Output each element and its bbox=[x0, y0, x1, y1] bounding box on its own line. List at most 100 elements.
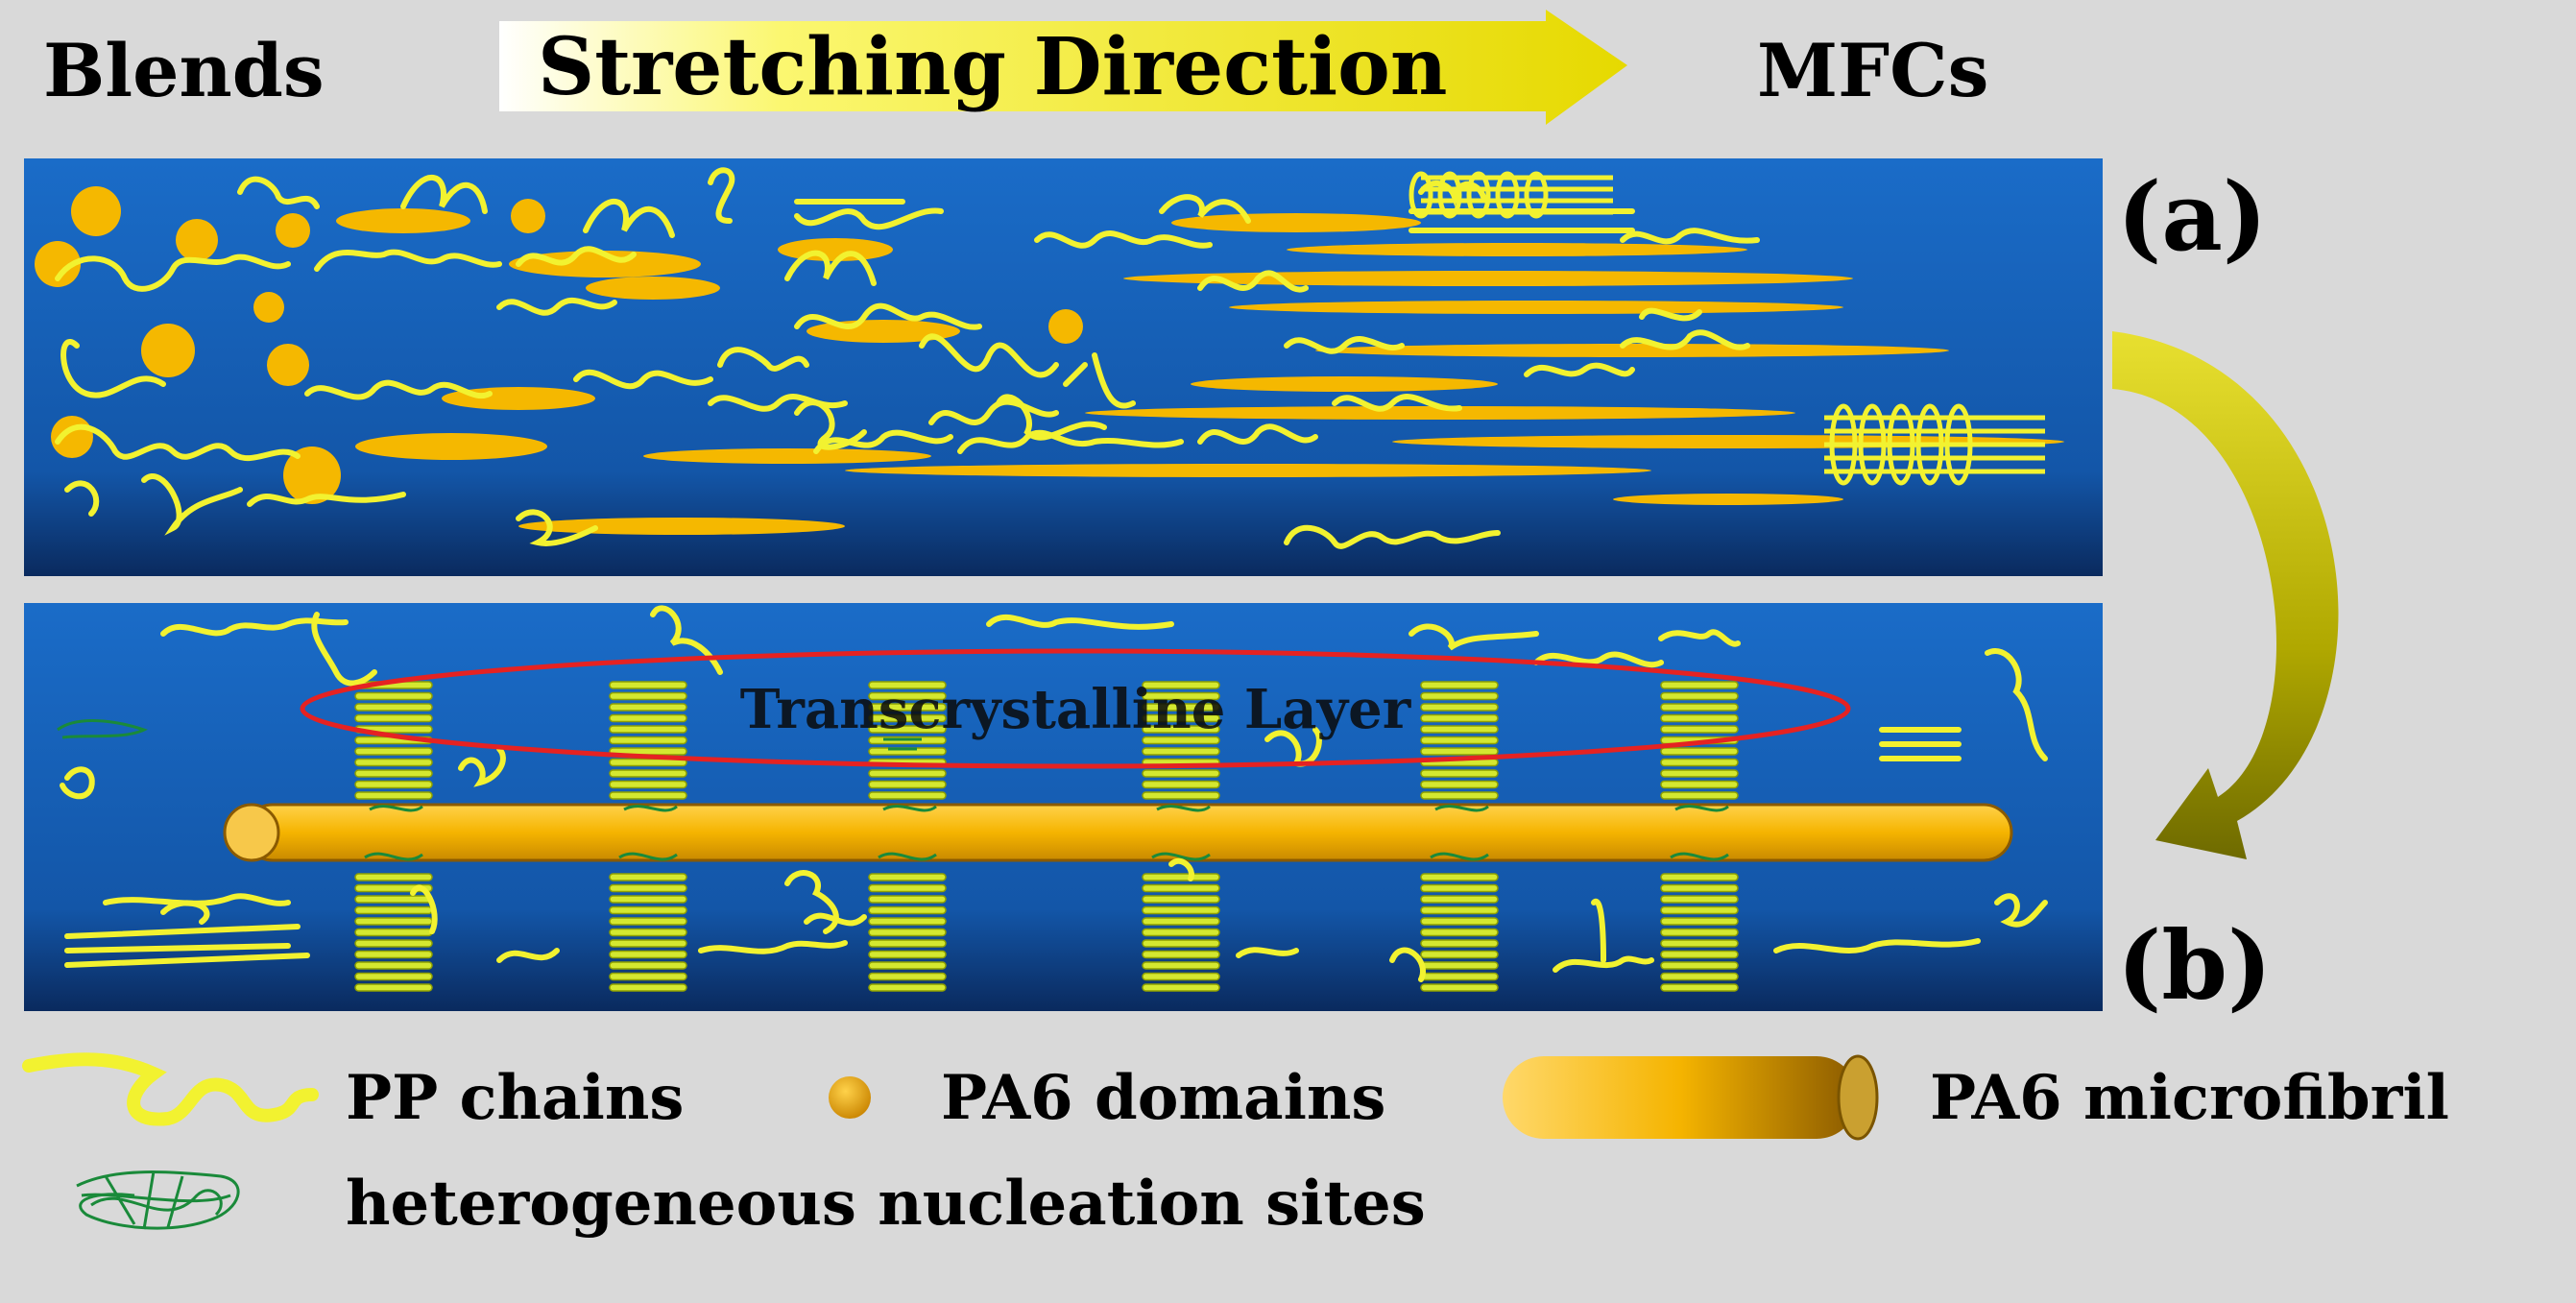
transcrystalline-lamella bbox=[1660, 983, 1739, 992]
pa6-domain bbox=[1048, 309, 1083, 344]
transcrystalline-lamella bbox=[354, 691, 433, 701]
pp-chain bbox=[1524, 362, 1635, 377]
transcrystalline-lamella bbox=[609, 681, 687, 689]
pa6-stretched-domain bbox=[1315, 344, 1949, 357]
pp-chain bbox=[573, 369, 713, 390]
blends-label: Blends bbox=[43, 28, 325, 113]
aligned-chain-fold bbox=[1408, 171, 1433, 219]
pa6-stretched-domain bbox=[355, 433, 547, 460]
transcrystalline-lamella bbox=[1142, 713, 1220, 723]
transcrystalline-lamella bbox=[1420, 972, 1499, 981]
pa6-stretched-domain bbox=[643, 448, 931, 464]
transcrystalline-lamella bbox=[868, 883, 947, 893]
transcrystalline-lamella bbox=[1142, 950, 1220, 959]
transcrystalline-lamella bbox=[1660, 961, 1739, 970]
transcrystalline-lamella bbox=[1660, 691, 1739, 701]
transcrystalline-lamella bbox=[354, 972, 433, 981]
pa6-stretched-domain bbox=[1171, 213, 1421, 232]
pp-chain bbox=[1168, 857, 1194, 881]
transcrystalline-lamella bbox=[1660, 758, 1739, 767]
pa6-stretched-domain bbox=[1287, 243, 1747, 256]
pp-chain bbox=[311, 612, 377, 687]
pa6-domain bbox=[176, 219, 218, 261]
pp-chain bbox=[64, 473, 243, 536]
transcrystalline-lamella bbox=[1142, 703, 1220, 712]
pp-chain bbox=[1389, 947, 1426, 982]
transcrystalline-lamella bbox=[354, 939, 433, 948]
transcrystalline-lamella bbox=[868, 961, 947, 970]
pp-chain bbox=[957, 429, 1184, 454]
transcrystalline-lamella bbox=[868, 791, 947, 800]
pa6-domain bbox=[51, 416, 93, 458]
pp-chain bbox=[928, 398, 1059, 425]
transcrystalline-lamella bbox=[1660, 873, 1739, 881]
pp-chain bbox=[237, 176, 320, 209]
transcrystalline-lamella bbox=[354, 703, 433, 712]
transcrystalline-lamella bbox=[609, 883, 687, 893]
aligned-chain-fold bbox=[1437, 171, 1462, 219]
transcrystalline-lamella bbox=[354, 961, 433, 970]
aligned-chain-fold bbox=[1858, 403, 1887, 486]
transcrystalline-lamella bbox=[1420, 780, 1499, 789]
transcrystalline-lamella bbox=[609, 905, 687, 915]
transcrystalline-lamella bbox=[868, 983, 947, 992]
transcrystalline-lamella bbox=[1142, 939, 1220, 948]
transcrystalline-lamella bbox=[1142, 681, 1220, 689]
aligned-chain-fold bbox=[1466, 171, 1491, 219]
transcrystalline-lamella bbox=[1142, 972, 1220, 981]
nucleation-site bbox=[883, 737, 922, 751]
pa6-microfibril-end bbox=[223, 803, 280, 862]
pp-chain bbox=[1332, 394, 1462, 412]
transcrystalline-lamella bbox=[1660, 972, 1739, 981]
pp-chain bbox=[496, 948, 560, 963]
transcrystalline-lamella bbox=[1660, 917, 1739, 926]
panel-a-content bbox=[35, 167, 2064, 549]
stretching-direction-label: Stretching Direction bbox=[538, 21, 1447, 113]
transcrystalline-lamella bbox=[354, 983, 433, 992]
legend-pa6-domains-label: PA6 domains bbox=[941, 1062, 1385, 1134]
pa6-stretched-domain bbox=[778, 238, 893, 261]
transcrystalline-lamella bbox=[1660, 780, 1739, 789]
nucleation-site bbox=[618, 805, 678, 861]
transcrystalline-lamella bbox=[609, 917, 687, 926]
pa6-stretched-domain bbox=[845, 464, 1651, 477]
pa6-domain bbox=[35, 241, 81, 287]
pa6-stretched-domain bbox=[586, 277, 720, 300]
pp-chain bbox=[55, 423, 301, 462]
pa6-stretched-domain bbox=[1229, 301, 1843, 314]
panel-a bbox=[24, 158, 2103, 576]
transcrystalline-lamella bbox=[1420, 883, 1499, 893]
transcrystalline-lamella bbox=[609, 972, 687, 981]
legend-pa6-microfibril-label: PA6 microfibril bbox=[1930, 1062, 2449, 1134]
pp-chain bbox=[55, 253, 291, 292]
pp-chain bbox=[1773, 938, 1981, 953]
transcrystalline-lamella bbox=[609, 713, 687, 723]
legend-pa6-microfibril-swatch bbox=[1503, 1054, 1879, 1141]
transcrystalline-lamella bbox=[1420, 791, 1499, 800]
legend-pa6-domain-swatch bbox=[829, 1076, 871, 1119]
pp-chain bbox=[1408, 623, 1539, 651]
transcrystalline-lamella bbox=[1660, 769, 1739, 778]
pp-chain bbox=[1879, 727, 1962, 761]
transcrystalline-lamella bbox=[1420, 895, 1499, 904]
pp-chain bbox=[1985, 648, 2048, 761]
aligned-chain-fold bbox=[1915, 403, 1944, 486]
legend: PP chains PA6 domains PA6 microfibril he… bbox=[22, 1052, 2449, 1240]
pa6-stretched-domain bbox=[1085, 406, 1795, 420]
nucleation-site bbox=[878, 805, 937, 861]
pp-chain bbox=[784, 250, 877, 286]
curved-arrow bbox=[2112, 331, 2339, 859]
transcrystalline-lamella bbox=[1420, 905, 1499, 915]
pa6-stretched-domain bbox=[336, 208, 470, 233]
transcrystalline-lamella bbox=[868, 703, 947, 712]
transcrystalline-lamella bbox=[609, 939, 687, 948]
legend-pp-chain-swatch bbox=[22, 1052, 319, 1126]
pp-chain bbox=[813, 429, 953, 454]
pa6-domain bbox=[276, 213, 310, 248]
transcrystalline-lamella bbox=[354, 758, 433, 767]
transcrystalline-lamella bbox=[1660, 681, 1739, 689]
transcrystalline-lamella bbox=[609, 961, 687, 970]
pa6-domain bbox=[253, 292, 284, 323]
transcrystalline-lamella bbox=[1142, 983, 1220, 992]
